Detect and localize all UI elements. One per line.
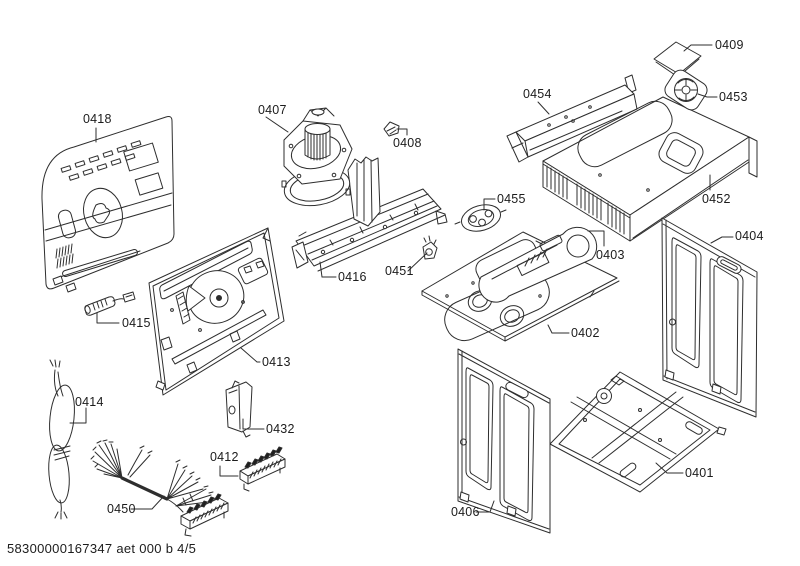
part-label-0402: 0402 bbox=[571, 326, 600, 340]
part-0415-sensor bbox=[84, 291, 136, 316]
leader-lines bbox=[69, 44, 734, 513]
part-label-0401: 0401 bbox=[685, 466, 714, 480]
part-label-0403: 0403 bbox=[596, 248, 625, 262]
part-label-0414: 0414 bbox=[75, 395, 104, 409]
part-label-0406: 0406 bbox=[451, 505, 480, 519]
part-label-0408: 0408 bbox=[393, 136, 422, 150]
part-0455-impeller bbox=[454, 204, 507, 232]
part-label-0413: 0413 bbox=[262, 355, 291, 369]
part-label-0432: 0432 bbox=[266, 422, 295, 436]
part-0413-inner-back-panel bbox=[148, 227, 285, 396]
part-label-0454: 0454 bbox=[523, 87, 552, 101]
part-0406-side-panel-left bbox=[457, 348, 551, 534]
part-0416-mounting-plate bbox=[291, 188, 448, 272]
part-label-0450: 0450 bbox=[107, 502, 136, 516]
part-fan-housing bbox=[347, 156, 381, 227]
part-0450-cable-harness bbox=[90, 439, 229, 537]
part-label-0453: 0453 bbox=[719, 90, 748, 104]
part-0404-side-panel-right bbox=[661, 217, 758, 418]
part-label-0452: 0452 bbox=[702, 192, 731, 206]
part-0418-back-panel bbox=[41, 116, 175, 293]
part-label-0407: 0407 bbox=[258, 103, 287, 117]
part-label-0416: 0416 bbox=[338, 270, 367, 284]
part-label-0409: 0409 bbox=[715, 38, 744, 52]
part-label-0404: 0404 bbox=[735, 229, 764, 243]
part-0414-cable bbox=[48, 359, 75, 520]
part-0403-air-duct bbox=[478, 226, 598, 303]
part-0452-top-cover bbox=[542, 96, 758, 242]
part-label-0415: 0415 bbox=[122, 316, 151, 330]
part-0412-terminal-block bbox=[239, 446, 286, 492]
part-0401-base-panel bbox=[549, 371, 727, 493]
part-0453-cooling-fan bbox=[664, 69, 708, 111]
part-0407-fan-motor bbox=[283, 107, 353, 185]
part-0451-switch bbox=[422, 235, 438, 260]
document-code: 58300000167347 aet 000 b 4/5 bbox=[7, 541, 197, 556]
part-label-0418: 0418 bbox=[83, 112, 112, 126]
part-0432-bracket bbox=[225, 380, 253, 438]
part-label-0455: 0455 bbox=[497, 192, 526, 206]
part-label-0451: 0451 bbox=[385, 264, 414, 278]
part-label-0412: 0412 bbox=[210, 450, 239, 464]
